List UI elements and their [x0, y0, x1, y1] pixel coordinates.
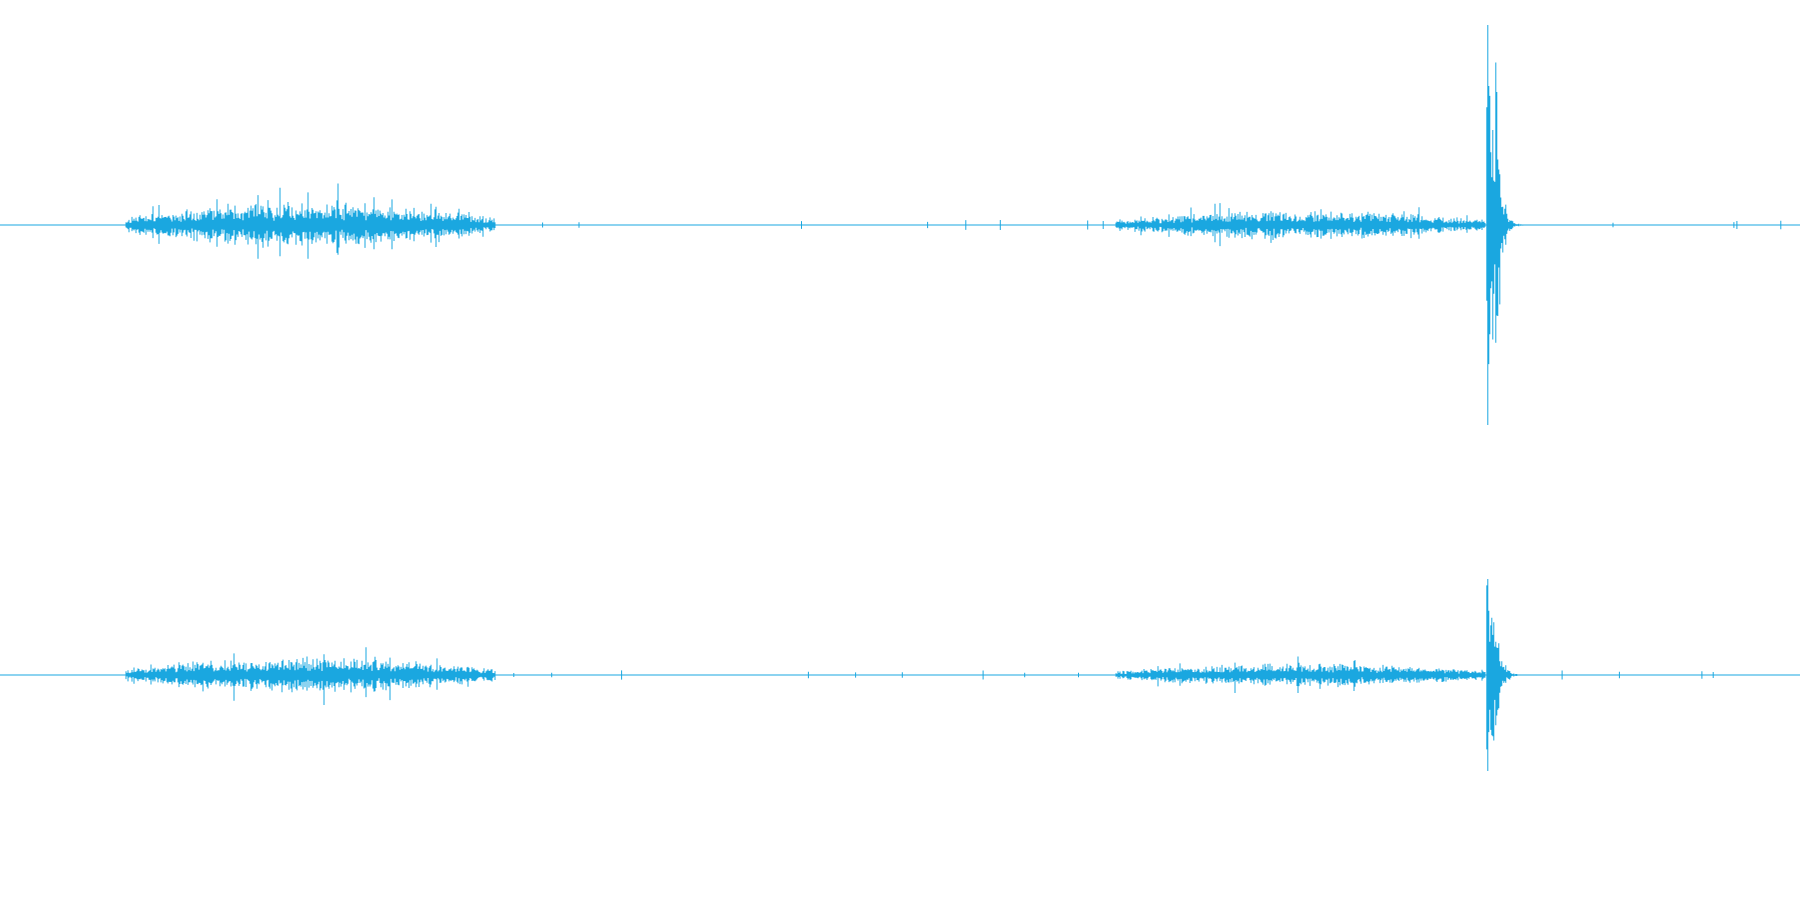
waveform-path	[125, 25, 1782, 425]
channel-right	[0, 450, 1800, 900]
waveform-right	[0, 579, 1800, 771]
channel-left	[0, 25, 1800, 425]
waveform-path	[125, 579, 1714, 771]
waveform-left	[0, 25, 1800, 425]
waveform-samples	[125, 25, 1782, 425]
waveform-samples	[125, 579, 1714, 771]
